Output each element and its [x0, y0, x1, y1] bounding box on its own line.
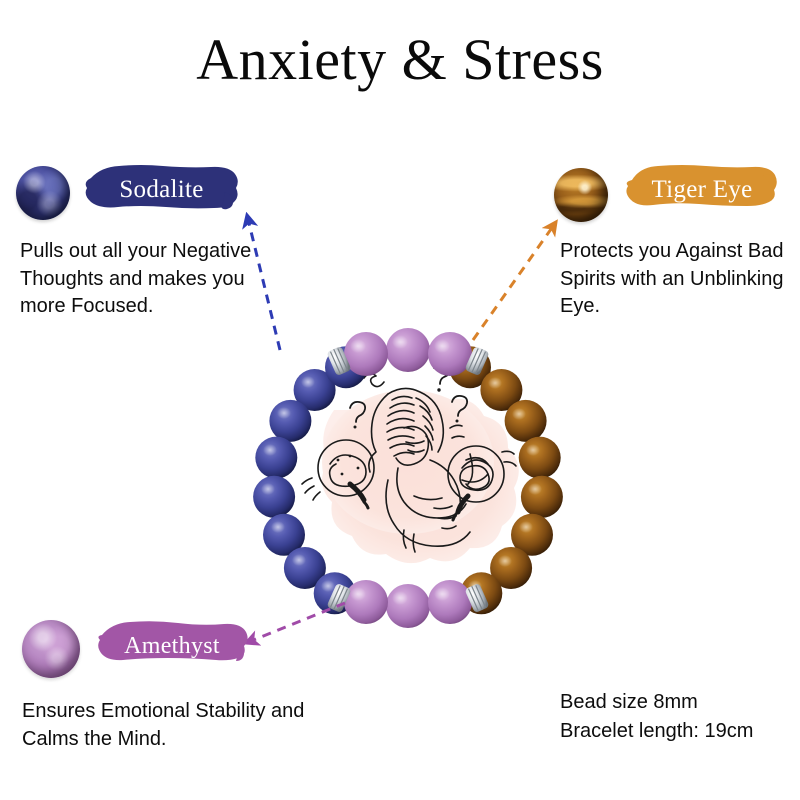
amethyst-description: Ensures Emotional Stability and Calms th…: [22, 700, 305, 750]
sodalite-description: Pulls out all your Negative Thoughts and…: [20, 240, 252, 318]
spacer-beads: [327, 347, 489, 612]
amethyst-bead-icon: [22, 620, 80, 678]
gem-card-sodalite: Sodalite Pulls out all your Negative Tho…: [16, 162, 316, 317]
gem-header-sodalite: Sodalite: [16, 162, 316, 224]
tigereye-bead-icon: [554, 168, 608, 222]
tigereye-description: Protects you Against Bad Spirits with an…: [560, 240, 784, 318]
tigereye-banner: Tiger Eye: [626, 162, 778, 220]
stressed-woman-illustration: [301, 352, 517, 553]
gem-header-tigereye: Tiger Eye: [554, 162, 800, 224]
product-specs: Bead size 8mm Bracelet length: 19cm: [560, 688, 753, 746]
gem-card-tigereye: Tiger Eye Protects you Against Bad Spiri…: [554, 162, 800, 317]
spec-bead-size: Bead size 8mm: [560, 691, 698, 713]
bracelet-product-image: [238, 282, 578, 628]
page-title: Anxiety & Stress: [196, 27, 604, 92]
amethyst-banner: Amethyst: [94, 618, 250, 676]
spec-bracelet-length: Bracelet length: 19cm: [560, 720, 754, 742]
bead-group-amethyst-top: [344, 328, 472, 376]
sodalite-bead-icon: [16, 166, 70, 220]
gem-card-amethyst: Amethyst Ensures Emotional Stability and…: [22, 618, 322, 750]
bead-group-amethyst-bottom: [344, 580, 472, 628]
gem-header-amethyst: Amethyst: [22, 618, 322, 680]
sodalite-banner: Sodalite: [84, 162, 239, 220]
